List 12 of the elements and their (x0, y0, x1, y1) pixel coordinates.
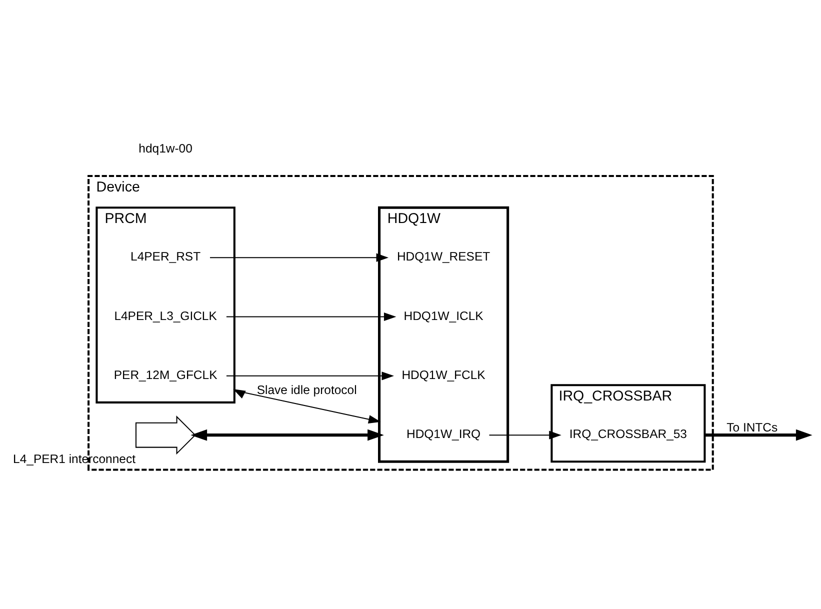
node-text: L4PER_L3_GICLK (114, 308, 217, 323)
node-text: PER_12M_GFCLK (114, 368, 218, 382)
node-text: HDQ1W_ICLK (404, 308, 484, 323)
node-text: HDQ1W_FCLK (402, 368, 486, 382)
node-text: HDQ1W_RESET (396, 250, 490, 264)
edge-label: To INTCs (726, 420, 778, 435)
label: hdq1w-00 (138, 142, 192, 156)
node-text: L4PER_RST (130, 250, 201, 264)
edge-label: Slave idle protocol (256, 382, 357, 397)
node-text: HDQ1W_IRQ (406, 427, 481, 442)
node-text: IRQ_CROSSBAR_53 (569, 427, 688, 442)
node-label: L4_PER1 interconnect (13, 452, 136, 466)
